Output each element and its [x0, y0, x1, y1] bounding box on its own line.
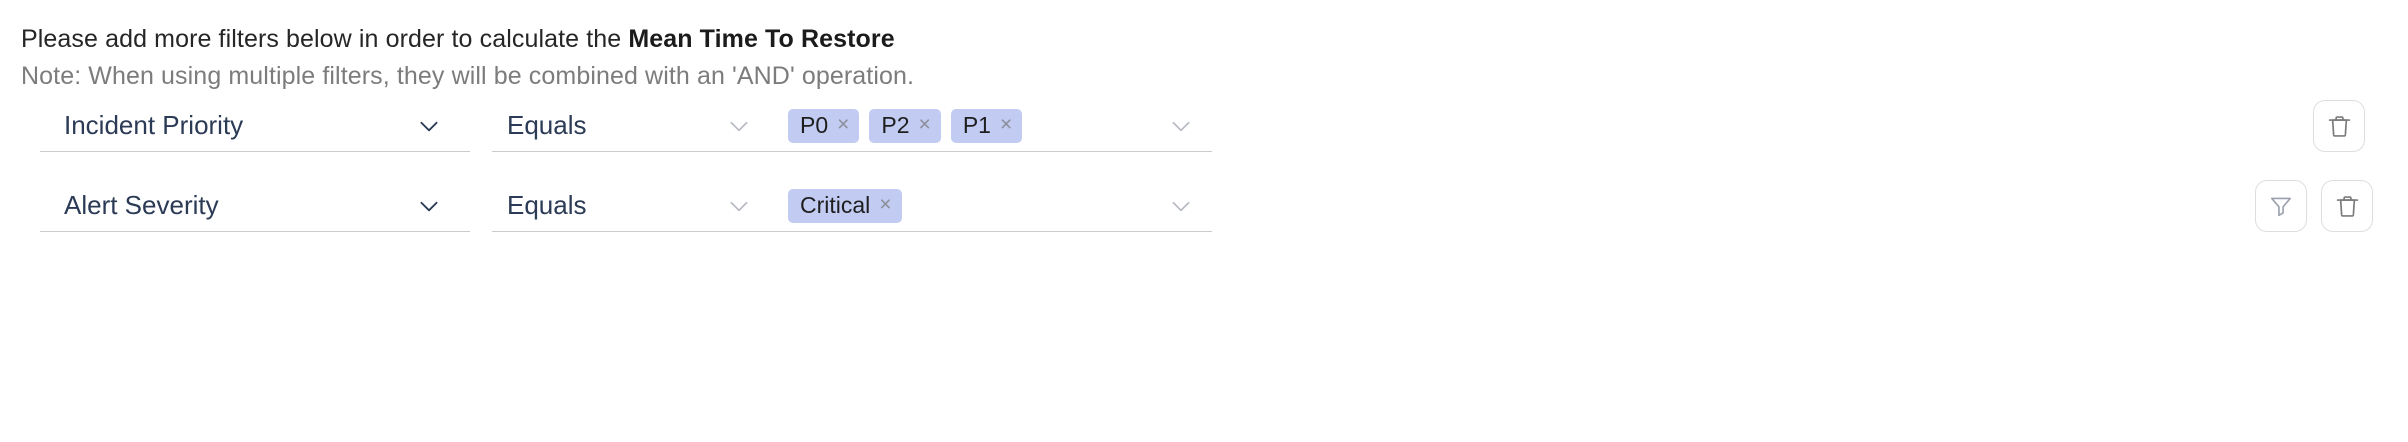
- page-title-prefix: Please add more filters below in order t…: [21, 25, 629, 53]
- filter-operator-dropdown[interactable]: Equals: [492, 100, 788, 152]
- filter-row: Alert Severity Equals Critical ×: [0, 180, 2408, 242]
- funnel-icon: [2268, 193, 2294, 219]
- page-title: Please add more filters below in order t…: [21, 23, 895, 55]
- filter-field-dropdown[interactable]: Alert Severity: [40, 180, 470, 232]
- trash-icon: [2334, 193, 2361, 220]
- add-filter-button[interactable]: [2255, 180, 2307, 232]
- chip-label: P1: [962, 112, 991, 138]
- page-title-metric: Mean Time To Restore: [628, 25, 895, 53]
- filter-value-chips: P0 × P2 × P1 ×: [788, 108, 1023, 143]
- chevron-down-icon: [726, 113, 752, 139]
- chip-remove-icon[interactable]: ×: [879, 193, 892, 216]
- filter-value-chip[interactable]: P0 ×: [788, 108, 860, 143]
- chip-label: P2: [881, 112, 910, 138]
- filter-field-value: Alert Severity: [64, 190, 219, 220]
- filter-values-dropdown[interactable]: P0 × P2 × P1 ×: [784, 100, 1212, 152]
- chevron-down-icon: [1168, 193, 1194, 219]
- filter-note: Note: When using multiple filters, they …: [21, 62, 915, 90]
- chevron-down-icon: [726, 193, 752, 219]
- chevron-down-icon: [416, 113, 442, 139]
- filter-operator-value: Equals: [507, 110, 587, 140]
- filter-row-actions: [2313, 100, 2365, 152]
- filter-operator-value: Equals: [507, 190, 587, 220]
- filter-field-value: Incident Priority: [64, 110, 244, 140]
- filter-row: Incident Priority Equals P0 × P2 ×: [0, 100, 2408, 162]
- filter-value-chips: Critical ×: [788, 188, 902, 223]
- filter-values-dropdown[interactable]: Critical ×: [784, 180, 1212, 232]
- delete-filter-button[interactable]: [2313, 100, 2365, 152]
- filter-field-dropdown[interactable]: Incident Priority: [40, 100, 470, 152]
- chip-remove-icon[interactable]: ×: [837, 113, 850, 136]
- trash-icon: [2326, 113, 2353, 140]
- filter-operator-dropdown[interactable]: Equals: [492, 180, 788, 232]
- chip-remove-icon[interactable]: ×: [999, 113, 1013, 136]
- filter-value-chip[interactable]: P2 ×: [869, 108, 941, 143]
- chevron-down-icon: [416, 193, 442, 219]
- delete-filter-button[interactable]: [2321, 180, 2373, 232]
- chip-label: Critical: [800, 192, 871, 218]
- filter-row-actions: [2255, 180, 2373, 232]
- filter-value-chip[interactable]: Critical ×: [788, 188, 902, 223]
- chevron-down-icon: [1168, 113, 1194, 139]
- filter-value-chip[interactable]: P1 ×: [950, 108, 1023, 143]
- chip-remove-icon[interactable]: ×: [918, 113, 931, 136]
- chip-label: P0: [800, 112, 829, 138]
